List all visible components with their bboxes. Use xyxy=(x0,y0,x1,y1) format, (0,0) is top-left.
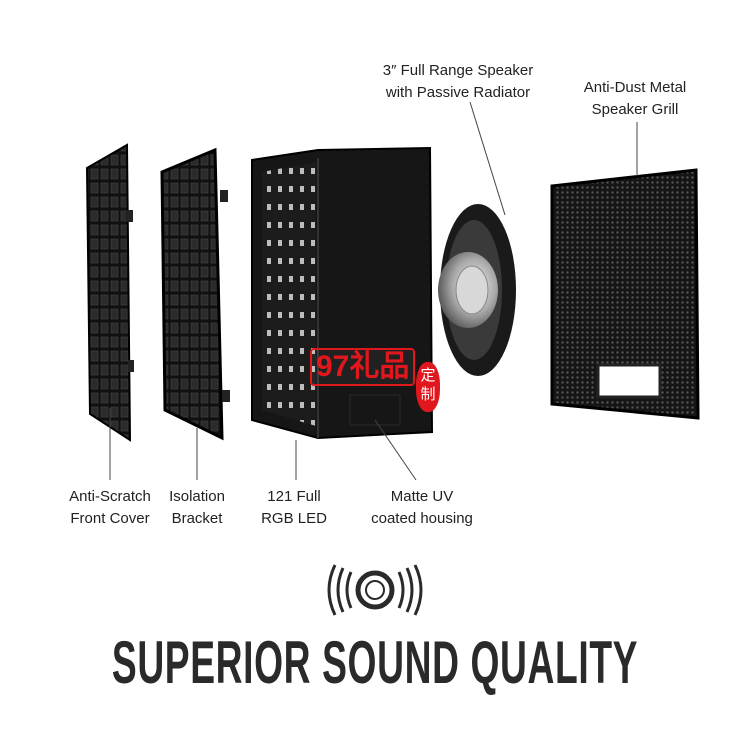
label-line: RGB LED xyxy=(261,510,327,527)
label-line: Front Cover xyxy=(70,510,150,527)
label-led: 121 Full RGB LED xyxy=(261,486,327,530)
label-line: Matte UV xyxy=(390,488,454,505)
watermark: 97礼品 xyxy=(310,348,416,386)
label-speaker: 3″ Full Range Speaker with Passive Radia… xyxy=(383,60,533,104)
label-line: 3″ Full Range Speaker xyxy=(382,62,534,79)
front-cover xyxy=(85,143,134,442)
speaker-grill xyxy=(550,168,700,420)
label-line: with Passive Radiator xyxy=(385,84,531,101)
label-bracket: Isolation Bracket xyxy=(169,486,225,530)
label-housing: Matte UV coated housing xyxy=(371,486,473,530)
seal-text: 定制 xyxy=(420,367,436,403)
label-line: Bracket xyxy=(171,510,223,527)
housing xyxy=(251,146,434,440)
label-line: Speaker Grill xyxy=(591,101,679,118)
label-front-cover: Anti-Scratch Front Cover xyxy=(69,486,151,530)
isolation-bracket xyxy=(160,147,230,441)
speaker xyxy=(438,204,516,376)
label-line: Isolation xyxy=(169,488,225,505)
watermark-seal: 定制 xyxy=(416,362,440,412)
label-line: Anti-Scratch xyxy=(69,488,151,505)
sound-wave-icon xyxy=(327,564,423,616)
label-line: 121 Full xyxy=(267,488,321,505)
label-line: coated housing xyxy=(371,510,473,527)
label-grill: Anti-Dust Metal Speaker Grill xyxy=(584,77,687,121)
label-line: Anti-Dust Metal xyxy=(583,79,687,96)
headline: SUPERIOR SOUND QUALITY xyxy=(111,629,639,696)
leader-lines xyxy=(109,101,638,481)
